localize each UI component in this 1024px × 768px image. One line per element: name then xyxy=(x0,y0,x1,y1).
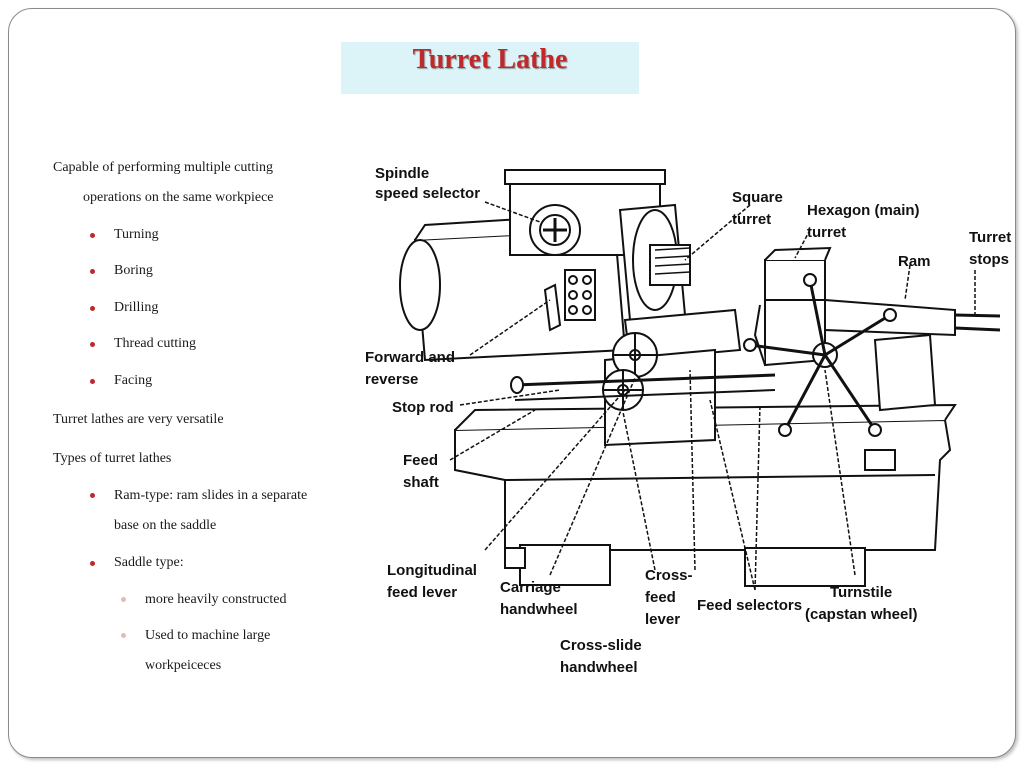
label-stoprod: Stop rod xyxy=(392,399,454,416)
label-cross-2: feed xyxy=(645,589,676,606)
intro-line-1: Capable of performing multiple cutting xyxy=(53,160,274,175)
leader-lines xyxy=(449,201,976,591)
label-feed-1: Feed xyxy=(403,452,438,469)
operation-thread-cutting: Thread cutting xyxy=(114,336,197,351)
label-square-2: turret xyxy=(732,211,771,228)
label-long-1: Longitudinal xyxy=(387,562,477,579)
operation-boring: Boring xyxy=(114,263,153,278)
label-stops-1: Turret xyxy=(969,229,1011,246)
label-hexagon-1: Hexagon (main) xyxy=(807,202,920,219)
slide-title: Turret Lathe xyxy=(412,44,568,75)
lathe-drawing xyxy=(399,169,1001,587)
label-square-1: Square xyxy=(732,189,783,206)
label-carriage-1: Carriage xyxy=(500,579,561,596)
label-cross-3: lever xyxy=(645,611,680,628)
ram-type-line-2: base on the saddle xyxy=(114,518,217,533)
label-crossslide-2: handwheel xyxy=(560,659,638,676)
label-cross-1: Cross- xyxy=(645,567,693,584)
versatile-text: Turret lathes are very versatile xyxy=(53,412,224,427)
label-feed-2: shaft xyxy=(403,474,439,491)
saddle-sub-1: more heavily constructed xyxy=(145,592,287,607)
label-long-2: feed lever xyxy=(387,584,457,601)
operation-facing: Facing xyxy=(114,373,153,388)
label-feedsel: Feed selectors xyxy=(697,597,802,614)
intro-line-2: operations on the same workpiece xyxy=(83,190,274,205)
saddle-sub-2-line-1: Used to machine large xyxy=(145,628,271,643)
bullet-icon xyxy=(90,561,95,566)
sub-bullet-icon xyxy=(121,633,126,638)
turret-lathe-diagram: Spindle speed selector Square turret Hex… xyxy=(365,165,1011,676)
bullet-icon xyxy=(90,269,95,274)
operation-turning: Turning xyxy=(114,227,159,242)
label-hexagon-2: turret xyxy=(807,224,846,241)
bullet-icon xyxy=(90,342,95,347)
sub-bullet-icon xyxy=(121,597,126,602)
bullet-icon xyxy=(90,233,95,238)
label-spindle-2: speed selector xyxy=(375,185,480,202)
bullet-icon xyxy=(90,379,95,384)
bullet-icon xyxy=(90,493,95,498)
ram-type-line-1: Ram-type: ram slides in a separate xyxy=(114,488,308,503)
operation-drilling: Drilling xyxy=(114,300,159,315)
title-box: Turret Lathe xyxy=(341,42,639,94)
label-stops-2: stops xyxy=(969,251,1009,268)
label-carriage-2: handwheel xyxy=(500,601,578,618)
label-spindle-1: Spindle xyxy=(375,165,429,182)
label-crossslide-1: Cross-slide xyxy=(560,637,642,654)
types-heading: Types of turret lathes xyxy=(53,451,172,466)
label-forward-1: Forward and xyxy=(365,349,455,366)
label-turnstile-2: (capstan wheel) xyxy=(805,606,918,623)
label-forward-2: reverse xyxy=(365,371,418,388)
label-ram: Ram xyxy=(898,253,931,270)
label-turnstile-1: Turnstile xyxy=(830,584,892,601)
bullet-icon xyxy=(90,306,95,311)
saddle-sub-2-line-2: workpeiceces xyxy=(145,658,222,673)
saddle-type: Saddle type: xyxy=(114,555,184,570)
